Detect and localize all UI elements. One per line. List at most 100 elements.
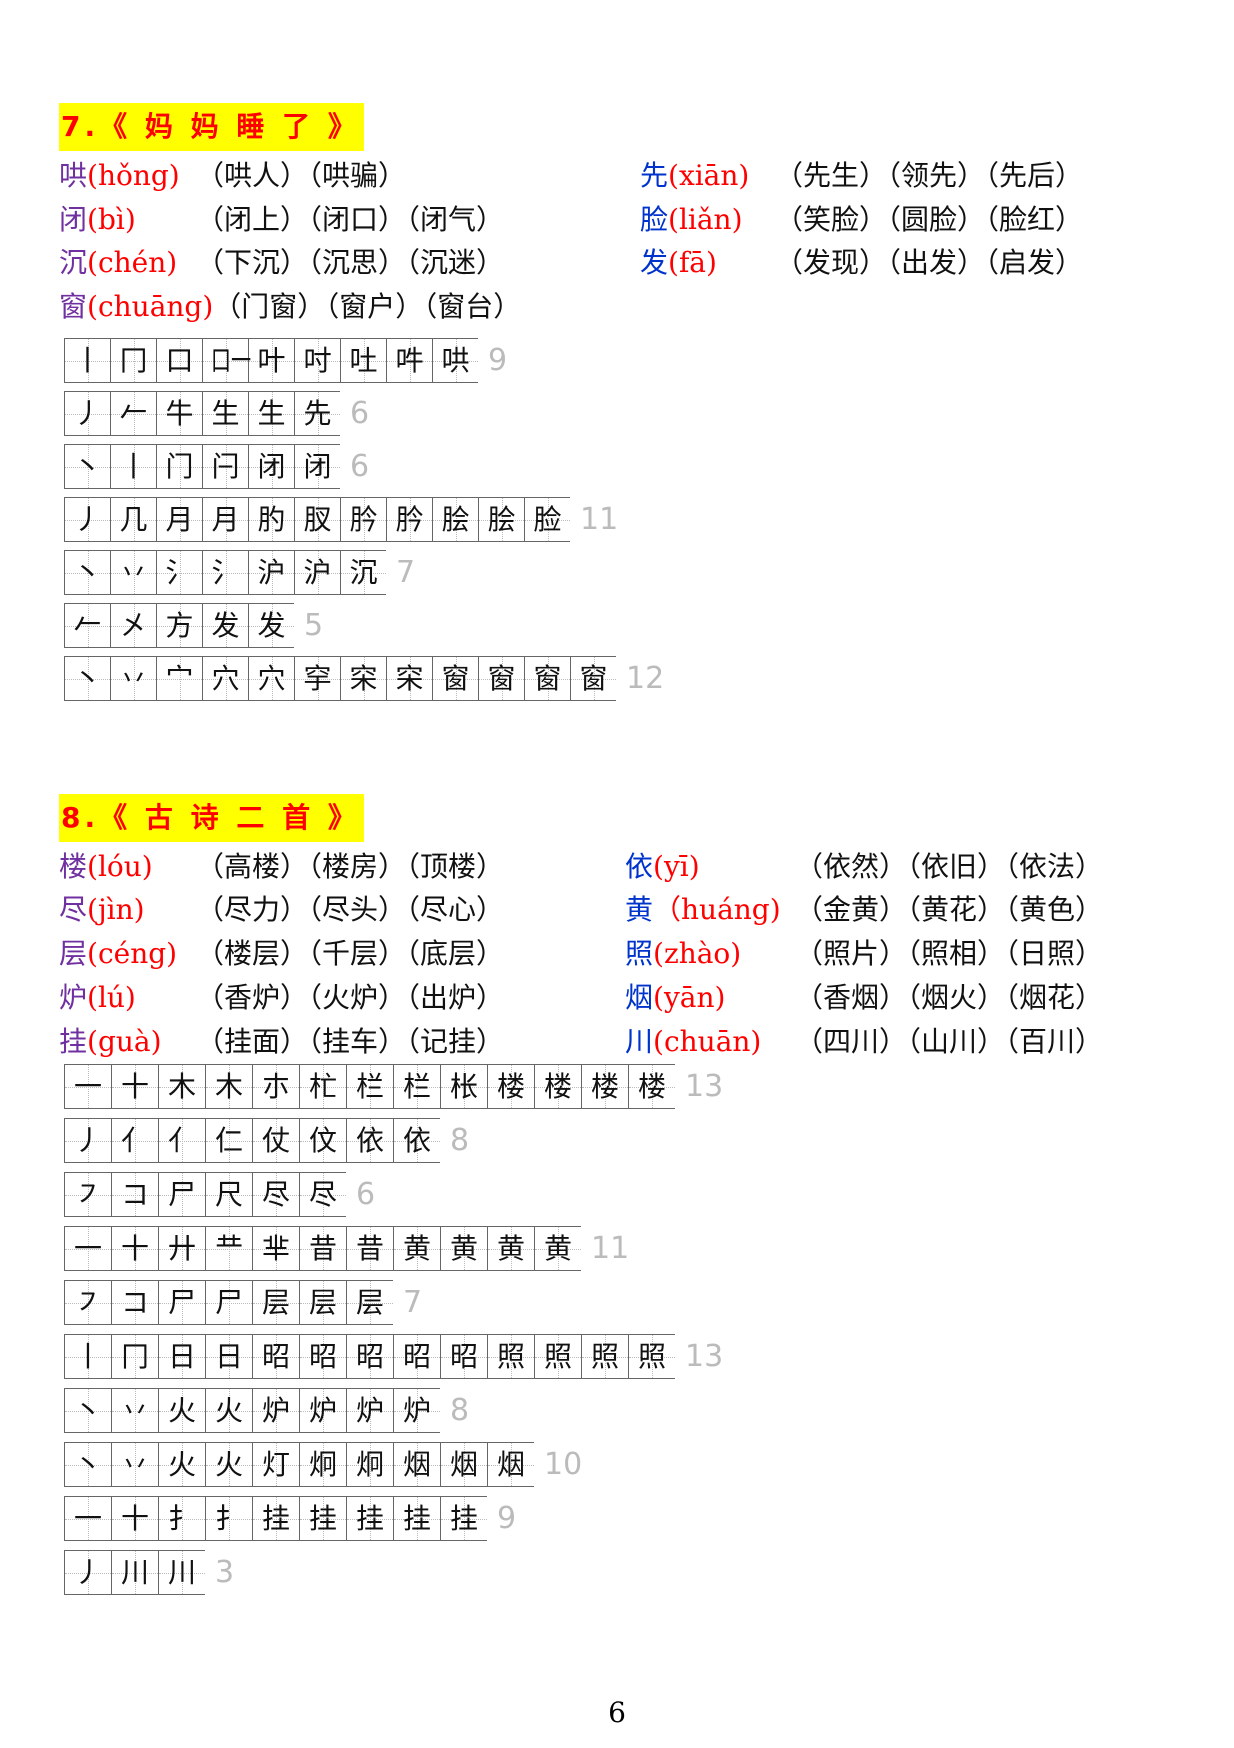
stroke-cell: 栏 (393, 1064, 440, 1109)
stroke-cell: 冂 (111, 1334, 158, 1379)
example-words: （门窗）（窗户）（窗台） (213, 290, 522, 323)
stroke-cell: 楼 (628, 1064, 675, 1109)
stroke-cell: 丷 (111, 1388, 158, 1433)
stroke-cell: 栏 (346, 1064, 393, 1109)
stroke-glyph: 昭 (355, 1340, 384, 1373)
stroke-cell: 吐 (340, 338, 386, 383)
vocab-character: 窗 (59, 290, 88, 323)
stroke-cell: 穴 (202, 656, 248, 701)
vocab-entry: 川(chuān)（四川）（山川）（百川） (625, 1022, 1103, 1062)
vocab-entry: 先(xiān)（先生）（领先）（先后） (640, 156, 1083, 196)
stroke-cell: 十 (111, 1496, 158, 1541)
stroke-glyph: 炉 (402, 1394, 431, 1427)
vocab-entry: 哄(hǒng)（哄人）（哄骗） (59, 156, 406, 196)
stroke-glyph: 闩 (211, 450, 240, 483)
vocab-head: 沉(chén) (59, 243, 196, 283)
stroke-cell: コ (111, 1280, 158, 1325)
stroke-glyph: 龷 (214, 1232, 243, 1265)
stroke-cell: 仁 (205, 1118, 252, 1163)
stroke-glyph: 日 (167, 1340, 196, 1373)
stroke-glyph: 丶 (73, 662, 102, 695)
vocab-entry: 挂(guà)（挂面）（挂车）（记挂） (59, 1022, 504, 1062)
stroke-glyph: 川 (120, 1556, 149, 1589)
stroke-cell: 氵 (156, 550, 202, 595)
stroke-glyph: 沉 (349, 556, 378, 589)
stroke-glyph: 脍 (441, 503, 470, 536)
vocab-entry: 窗(chuāng)（门窗）（窗户）（窗台） (59, 287, 521, 327)
stroke-glyph: 层 (355, 1286, 384, 1319)
example-words: （香烟）（烟火）（烟花） (795, 981, 1104, 1014)
example-words: （香炉）（火炉）（出炉） (196, 981, 505, 1014)
stroke-cell: コ (111, 1172, 158, 1217)
vocab-entry: 炉(lú)（香炉）（火炉）（出炉） (59, 978, 504, 1018)
stroke-glyph: 烟 (402, 1448, 431, 1481)
stroke-cell: 日 (158, 1334, 205, 1379)
stroke-glyph: 炉 (261, 1394, 290, 1427)
stroke-cell: 挂 (252, 1496, 299, 1541)
stroke-glyph: 丿 (73, 1124, 102, 1157)
stroke-cell: 挂 (440, 1496, 487, 1541)
stroke-glyph: 火 (167, 1394, 196, 1427)
stroke-cell: 昭 (346, 1334, 393, 1379)
stroke-glyph: 氵 (165, 556, 194, 589)
example-words: （笑脸）（圆脸）（脸红） (775, 203, 1084, 236)
stroke-glyph: 生 (257, 397, 286, 430)
stroke-cell: 𠂉 (110, 391, 156, 436)
stroke-cell: 黄 (487, 1226, 534, 1271)
example-words: （金黄）（黄花）（黄色） (795, 893, 1104, 926)
stroke-glyph: 芈 (261, 1232, 290, 1265)
pinyin: (chén) (87, 246, 178, 279)
stroke-glyph: 栏 (355, 1070, 384, 1103)
vocab-head: 依(yī) (625, 847, 795, 887)
stroke-glyph: 丨 (119, 450, 148, 483)
stroke-cell: 火 (205, 1388, 252, 1433)
stroke-glyph: 尺 (214, 1178, 243, 1211)
stroke-glyph: 门 (165, 450, 194, 483)
stroke-cell: 川 (158, 1550, 205, 1595)
stroke-cell: 丿 (64, 1550, 111, 1595)
stroke-glyph: 尽 (308, 1178, 337, 1211)
stroke-glyph: ㇇ (73, 1286, 102, 1319)
stroke-glyph: 𠂉 (119, 397, 148, 430)
stroke-glyph: 昭 (261, 1340, 290, 1373)
stroke-glyph: 窗 (533, 662, 562, 695)
stroke-cell: 炉 (346, 1388, 393, 1433)
stroke-cell: 尸 (158, 1280, 205, 1325)
stroke-cell: 廾 (158, 1226, 205, 1271)
vocab-character: 沉 (59, 246, 88, 279)
stroke-glyph: 仁 (214, 1124, 243, 1157)
stroke-glyph: 照 (637, 1340, 666, 1373)
stroke-glyph: 灯 (261, 1448, 290, 1481)
stroke-cell: 火 (158, 1388, 205, 1433)
stroke-cell: 照 (628, 1334, 675, 1379)
stroke-glyph: 木 (214, 1070, 243, 1103)
stroke-cell: 黄 (393, 1226, 440, 1271)
stroke-glyph: ㇇ (73, 1178, 102, 1211)
stroke-glyph: 肞 (303, 503, 332, 536)
stroke-cell: 肣 (386, 497, 432, 542)
pinyin: (guà) (87, 1025, 162, 1058)
example-words: （照片）（照相）（日照） (795, 937, 1104, 970)
stroke-cell: 昭 (393, 1334, 440, 1379)
stroke-glyph: 丷 (119, 556, 148, 589)
stroke-glyph: 肣 (349, 503, 378, 536)
vocab-character: 炉 (59, 981, 88, 1014)
stroke-cell: 脍 (432, 497, 478, 542)
stroke-count: 7 (396, 555, 416, 590)
pinyin: (yān) (653, 981, 726, 1014)
stroke-cell: 窗 (432, 656, 478, 701)
vocab-entry: 闭(bì)（闭上）（闭口）（闭气） (59, 200, 504, 240)
stroke-glyph: 亻 (167, 1124, 196, 1157)
stroke-glyph: 宀 (165, 662, 194, 695)
stroke-cell: 生 (202, 391, 248, 436)
stroke-glyph: 生 (211, 397, 240, 430)
stroke-cell: 闭 (248, 444, 294, 489)
stroke-glyph: 尽 (261, 1178, 290, 1211)
stroke-cell: 丷 (111, 1442, 158, 1487)
vocab-character: 发 (640, 246, 669, 279)
stroke-count: 3 (215, 1555, 235, 1590)
stroke-glyph: 挂 (308, 1502, 337, 1535)
stroke-cell: 昭 (299, 1334, 346, 1379)
stroke-cell: 亻 (158, 1118, 205, 1163)
